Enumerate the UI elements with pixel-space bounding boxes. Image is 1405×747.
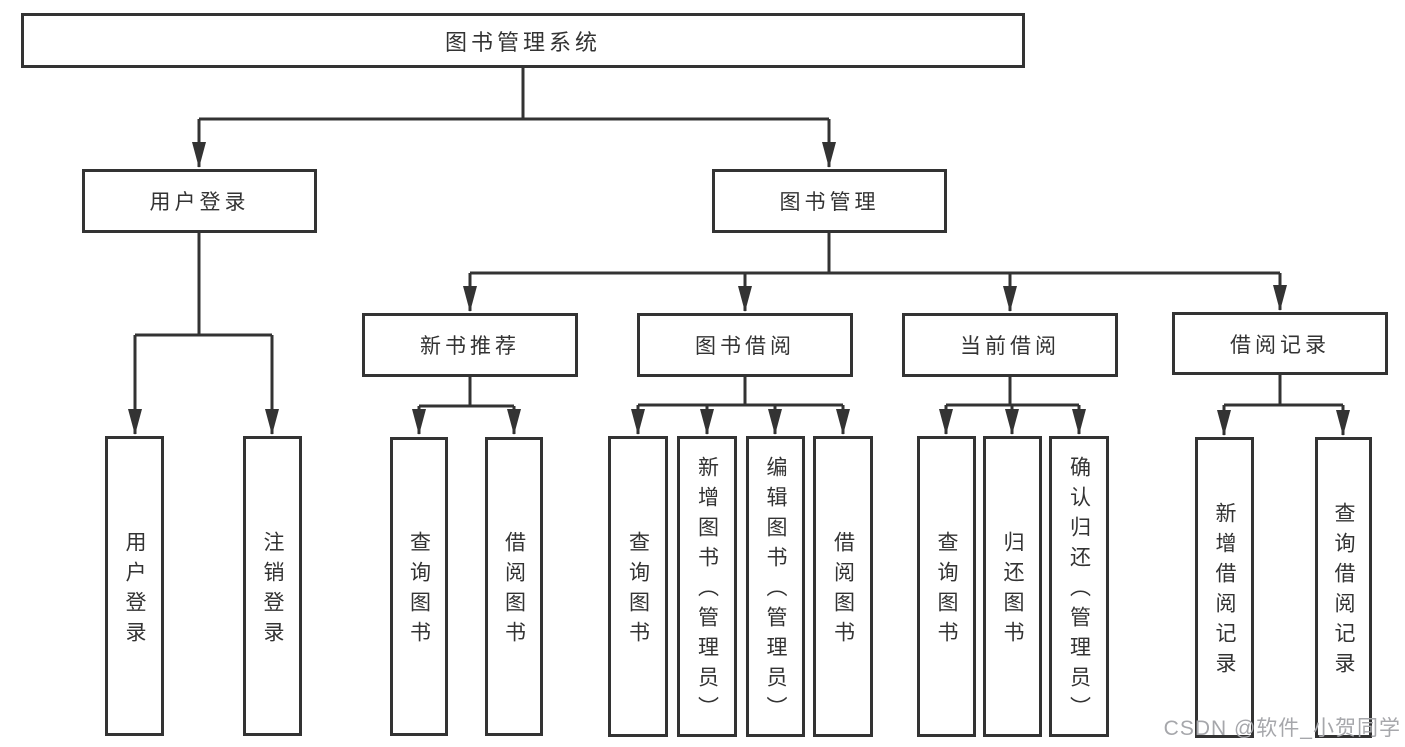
node-new-book-recommend: 新书推荐 [362, 313, 578, 377]
leaf-record-add-label: 新增借阅记录 [1213, 502, 1236, 682]
leaf-borrow-edit: 编辑图书（管理员） [746, 436, 805, 737]
leaf-user-login: 用户登录 [105, 436, 164, 736]
node-root: 图书管理系统 [21, 13, 1025, 68]
node-current-borrowing: 当前借阅 [902, 313, 1118, 377]
node-root-label: 图书管理系统 [444, 29, 601, 55]
node-user-login: 用户登录 [82, 169, 317, 233]
leaf-record-query: 查询借阅记录 [1315, 437, 1372, 738]
leaf-newbook-query: 查询图书 [390, 437, 448, 736]
leaf-current-query: 查询图书 [917, 436, 976, 737]
node-current-borrowing-label: 当前借阅 [960, 335, 1060, 358]
leaf-logout-label: 注销登录 [261, 530, 284, 651]
node-borrowing-records-label: 借阅记录 [1230, 333, 1330, 357]
node-user-login-label: 用户登录 [149, 191, 250, 214]
leaf-borrow-borrow: 借阅图书 [813, 436, 873, 737]
leaf-current-query-label: 查询图书 [935, 531, 958, 651]
node-new-book-recommend-label: 新书推荐 [420, 335, 520, 358]
leaf-borrow-query-label: 查询图书 [626, 531, 650, 651]
watermark: CSDN @软件_小贺同学 [1163, 717, 1401, 740]
leaf-current-return: 归还图书 [983, 436, 1042, 737]
node-book-borrowing-label: 图书借阅 [695, 335, 795, 358]
leaf-record-query-label: 查询借阅记录 [1332, 502, 1355, 682]
leaf-logout: 注销登录 [243, 436, 302, 736]
leaf-borrow-add: 新增图书（管理员） [677, 436, 737, 737]
leaf-borrow-query: 查询图书 [608, 436, 668, 737]
leaf-newbook-borrow-label: 借阅图书 [502, 531, 526, 651]
leaf-current-confirm: 确认归还（管理员） [1049, 436, 1109, 737]
leaf-newbook-borrow: 借阅图书 [485, 437, 543, 736]
node-borrowing-records: 借阅记录 [1172, 312, 1388, 375]
leaf-user-login-label: 用户登录 [123, 530, 146, 651]
leaf-borrow-borrow-label: 借阅图书 [831, 531, 855, 651]
node-book-borrowing: 图书借阅 [637, 313, 853, 377]
leaf-borrow-edit-label: 编辑图书（管理员） [764, 456, 787, 726]
leaf-newbook-query-label: 查询图书 [407, 531, 431, 651]
node-book-management: 图书管理 [712, 169, 947, 233]
leaf-borrow-add-label: 新增图书（管理员） [695, 456, 719, 726]
leaf-current-return-label: 归还图书 [1001, 531, 1024, 651]
leaf-current-confirm-label: 确认归还（管理员） [1067, 456, 1091, 726]
node-book-management-label: 图书管理 [779, 191, 880, 214]
leaf-record-add: 新增借阅记录 [1195, 437, 1254, 738]
